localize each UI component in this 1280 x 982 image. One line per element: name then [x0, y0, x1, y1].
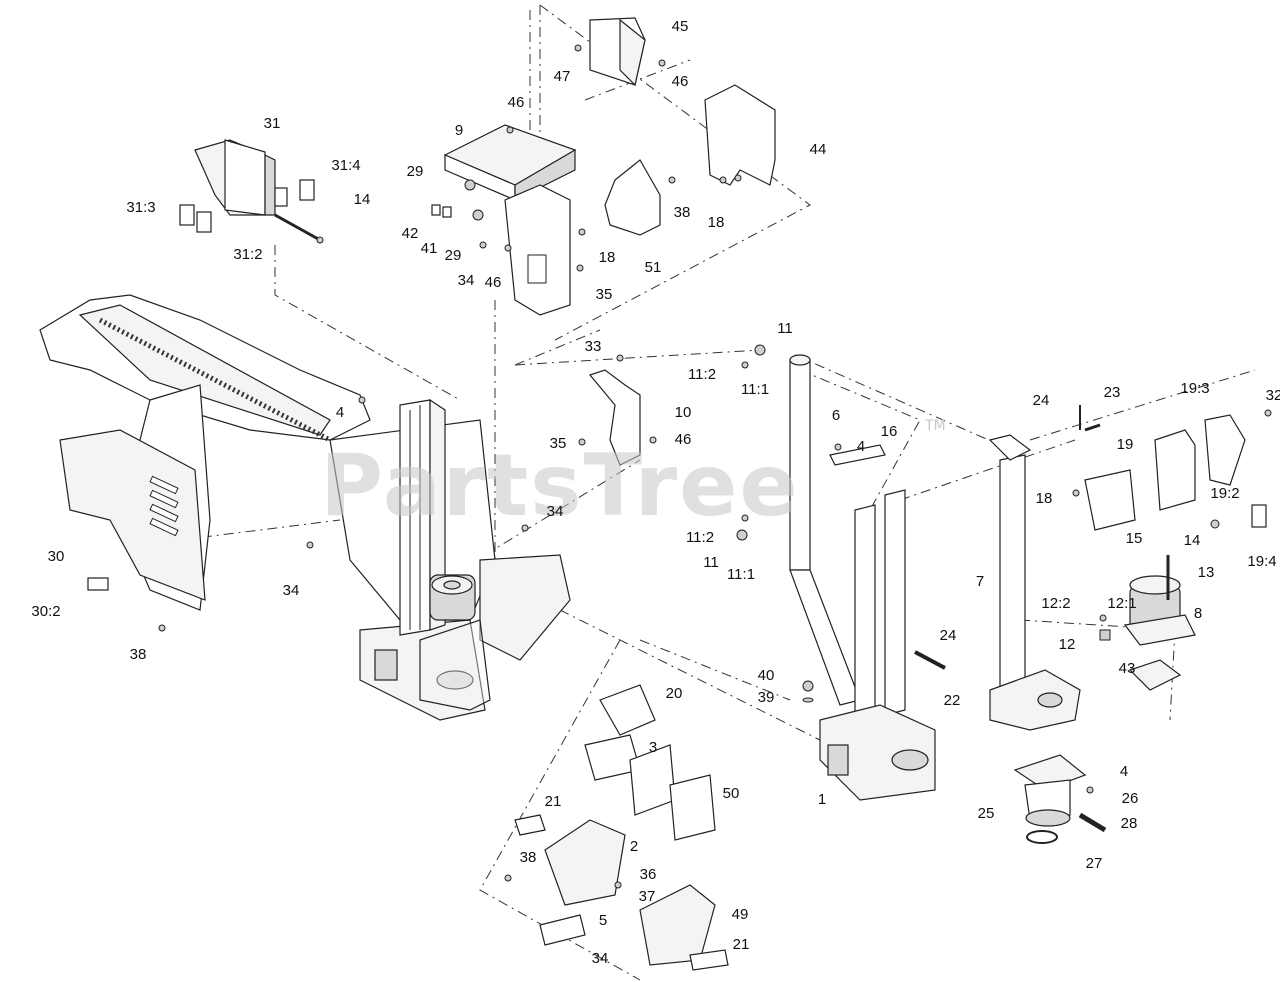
callout-12-1: 12:1 — [1107, 595, 1136, 612]
callout-35: 35 — [550, 435, 567, 452]
callout-24: 24 — [940, 627, 957, 644]
callout-7: 7 — [976, 573, 984, 590]
left-frame-assembly — [39, 294, 571, 721]
part-10-bracket — [87, 354, 657, 632]
callout-49: 49 — [732, 906, 749, 923]
callout-12: 12 — [1059, 636, 1076, 653]
part-8-motor — [1099, 555, 1196, 691]
part-19-15-brackets — [1072, 405, 1272, 531]
callout-45: 45 — [672, 18, 689, 35]
callout-16: 16 — [881, 423, 898, 440]
part-9-mount — [431, 124, 586, 316]
callout-26: 26 — [1122, 790, 1139, 807]
callout-9: 9 — [455, 122, 463, 139]
callout-39: 39 — [758, 689, 775, 706]
callout-4: 4 — [1120, 763, 1128, 780]
callout-18: 18 — [708, 214, 725, 231]
callout-11-2: 11:2 — [686, 529, 714, 546]
callout-3: 3 — [649, 739, 657, 756]
callout-22: 22 — [944, 692, 961, 709]
callout-27: 27 — [1086, 855, 1103, 872]
callout-46: 46 — [672, 73, 689, 90]
callout-25: 25 — [978, 805, 995, 822]
callout-19: 19 — [1117, 436, 1134, 453]
callout-21: 21 — [545, 793, 562, 810]
callout-4: 4 — [857, 438, 865, 455]
callout-30: 30 — [48, 548, 65, 565]
part-6-cylinder — [736, 344, 861, 706]
callout-2: 2 — [630, 838, 638, 855]
callout-35: 35 — [596, 286, 613, 303]
callout-50: 50 — [723, 785, 740, 802]
callout-38: 38 — [130, 646, 147, 663]
callout-29: 29 — [445, 247, 462, 264]
callout-21: 21 — [733, 936, 750, 953]
part-44 — [668, 84, 776, 186]
callout-24: 24 — [1033, 392, 1050, 409]
callout-11: 11 — [703, 554, 719, 571]
callout-31-4: 31:4 — [331, 157, 360, 174]
callout-38: 38 — [674, 204, 691, 221]
bottom-plates — [504, 684, 729, 971]
callout-23: 23 — [1104, 384, 1121, 401]
part-7-column — [988, 434, 1081, 731]
callout-14: 14 — [1184, 532, 1201, 549]
callout-14: 14 — [354, 191, 371, 208]
callout-13: 13 — [1198, 564, 1215, 581]
callout-19-3: 19:3 — [1180, 380, 1209, 397]
callout-46: 46 — [508, 94, 525, 111]
callout-6: 6 — [832, 407, 840, 424]
callout-28: 28 — [1121, 815, 1138, 832]
callout-12-2: 12:2 — [1041, 595, 1070, 612]
callout-34: 34 — [458, 272, 475, 289]
callout-46: 46 — [485, 274, 502, 291]
callout-47: 47 — [554, 68, 571, 85]
callout-29: 29 — [407, 163, 424, 180]
watermark-trademark: TM — [924, 418, 946, 434]
callout-15: 15 — [1126, 530, 1143, 547]
callout-5: 5 — [599, 912, 607, 929]
callout-43: 43 — [1119, 660, 1136, 677]
callout-11-1: 11:1 — [727, 566, 755, 583]
callout-11-2: 11:2 — [688, 366, 716, 383]
callout-31: 31 — [264, 115, 281, 132]
part-25-housing — [1013, 754, 1107, 844]
callout-42: 42 — [402, 225, 419, 242]
callout-20: 20 — [666, 685, 683, 702]
callout-34: 34 — [592, 950, 609, 967]
part-31-bracket — [179, 139, 324, 244]
callout-19-2: 19:2 — [1210, 485, 1239, 502]
callout-44: 44 — [810, 141, 827, 158]
callout-18: 18 — [1036, 490, 1053, 507]
callout-34: 34 — [283, 582, 300, 599]
callout-46: 46 — [675, 431, 692, 448]
part-1-frame — [802, 443, 946, 801]
callout-33: 33 — [585, 338, 602, 355]
callout-30-2: 30:2 — [31, 603, 60, 620]
callout-31-2: 31:2 — [233, 246, 262, 263]
callout-32: 32 — [1266, 387, 1280, 404]
callout-8: 8 — [1194, 605, 1202, 622]
watermark-text: PartsTree — [320, 436, 800, 536]
callout-41: 41 — [421, 240, 438, 257]
part-51 — [604, 159, 661, 236]
callout-11-1: 11:1 — [741, 381, 769, 398]
callout-38: 38 — [520, 849, 537, 866]
part-45 — [574, 17, 666, 87]
callout-4: 4 — [336, 404, 344, 421]
callout-11: 11 — [777, 320, 793, 337]
callout-10: 10 — [675, 404, 692, 421]
callout-36: 36 — [640, 866, 657, 883]
callout-19-4: 19:4 — [1247, 553, 1276, 570]
callout-34: 34 — [547, 503, 564, 520]
callout-31-3: 31:3 — [126, 199, 155, 216]
callout-40: 40 — [758, 667, 775, 684]
callout-18: 18 — [599, 249, 616, 266]
callout-1: 1 — [818, 791, 826, 808]
callout-51: 51 — [645, 259, 662, 276]
callout-37: 37 — [639, 888, 656, 905]
